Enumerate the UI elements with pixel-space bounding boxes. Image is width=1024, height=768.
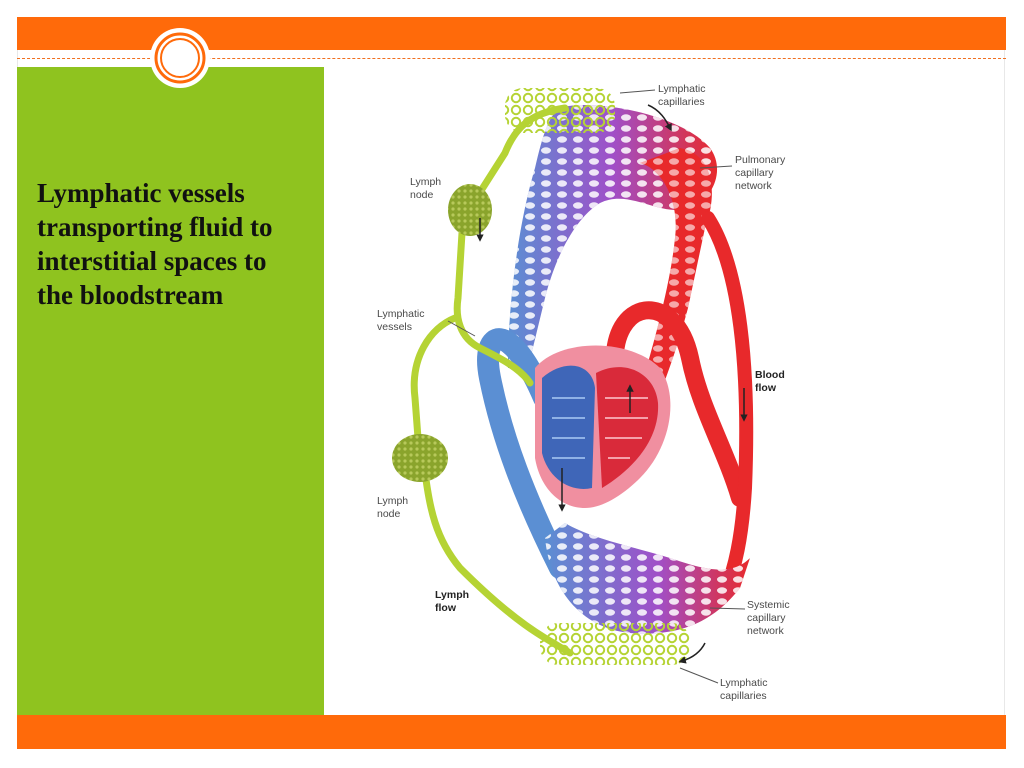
slide-title: Lymphatic vessels transporting fluid to … bbox=[37, 178, 273, 310]
systemic-capillary-network bbox=[545, 523, 750, 634]
title-panel bbox=[17, 67, 324, 715]
label-pulmonary: Pulmonary bbox=[735, 154, 786, 166]
descending-artery bbox=[701, 211, 754, 600]
label-lymphatic-vessels: Lymphatic bbox=[377, 308, 424, 320]
vena-cava bbox=[477, 328, 571, 579]
circulatory-lymphatic-diagram: Lymphatic capillaries Pulmonary capillar… bbox=[377, 83, 790, 702]
label-pulmonary-3: network bbox=[735, 180, 773, 192]
label-lymph-node-bottom-2: node bbox=[377, 508, 401, 520]
label-lymphatic-capillaries-bottom: Lymphatic bbox=[720, 677, 767, 689]
label-systemic-3: network bbox=[747, 625, 785, 637]
label-lymphatic-capillaries-top: Lymphatic bbox=[658, 83, 705, 95]
lymph-node-bottom bbox=[392, 434, 448, 482]
aorta bbox=[605, 301, 749, 507]
bottom-accent-band bbox=[17, 715, 1006, 749]
label-lymph-flow-2: flow bbox=[435, 602, 457, 614]
heart bbox=[535, 345, 671, 508]
label-blood-flow-2: flow bbox=[755, 382, 777, 394]
label-lymph-node-bottom: Lymph bbox=[377, 495, 408, 507]
label-pulmonary-2: capillary bbox=[735, 167, 774, 179]
lymph-node-top bbox=[448, 184, 492, 236]
label-lymphatic-vessels-2: vessels bbox=[377, 321, 412, 333]
label-lymph-flow: Lymph bbox=[435, 589, 469, 601]
pulmonary-capillary-network bbox=[508, 104, 718, 388]
label-systemic: Systemic bbox=[747, 599, 790, 611]
lymphatic-system bbox=[410, 88, 690, 665]
label-blood-flow: Blood bbox=[755, 369, 785, 381]
label-lymph-node-top: Lymph bbox=[410, 176, 441, 188]
ring-ornament-icon bbox=[150, 28, 210, 88]
label-lymphatic-capillaries-top-2: capillaries bbox=[658, 96, 705, 108]
label-systemic-2: capillary bbox=[747, 612, 786, 624]
top-dashed-rule bbox=[17, 58, 1006, 59]
label-lymphatic-capillaries-bottom-2: capillaries bbox=[720, 690, 767, 702]
label-lymph-node-top-2: node bbox=[410, 189, 434, 201]
